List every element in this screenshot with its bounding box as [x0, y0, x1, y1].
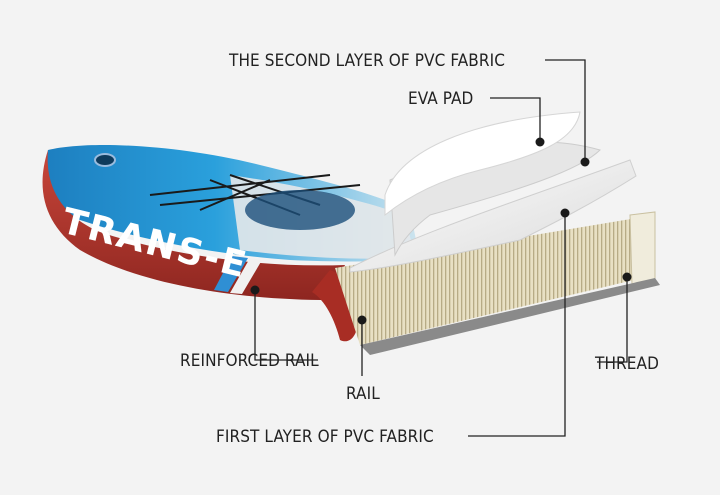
- label-second-layer-pvc: THE SECOND LAYER OF PVC FABRIC: [229, 51, 505, 71]
- leader-reinforced-rail: [254, 290, 318, 361]
- label-reinforced-rail: REINFORCED RAIL: [180, 351, 319, 371]
- leader-lines: [254, 59, 628, 437]
- label-first-layer-pvc: FIRST LAYER OF PVC FABRIC: [216, 427, 434, 447]
- leader-second-layer: [545, 59, 586, 160]
- leader-thread: [597, 278, 628, 363]
- bottom-fabric: [360, 278, 660, 355]
- core-side-face: [629, 211, 656, 286]
- leader-dots: [250, 137, 632, 325]
- rail-white-stripe: [230, 258, 262, 294]
- board-rail: [42, 150, 346, 300]
- rail-blue-stripe: [214, 256, 248, 292]
- label-thread: THREAD: [595, 354, 659, 374]
- valve-icon: [94, 153, 116, 167]
- first-layer-pvc-sheet: [349, 159, 637, 273]
- leader-eva-pad: [490, 97, 541, 140]
- eva-pad-sheet: [384, 111, 581, 217]
- drop-stitch-core: [335, 215, 655, 345]
- label-eva-pad: EVA PAD: [408, 89, 474, 109]
- leader-first-layer: [468, 215, 566, 437]
- deck-logo-graphic: [245, 190, 355, 230]
- label-rail: RAIL: [346, 384, 380, 404]
